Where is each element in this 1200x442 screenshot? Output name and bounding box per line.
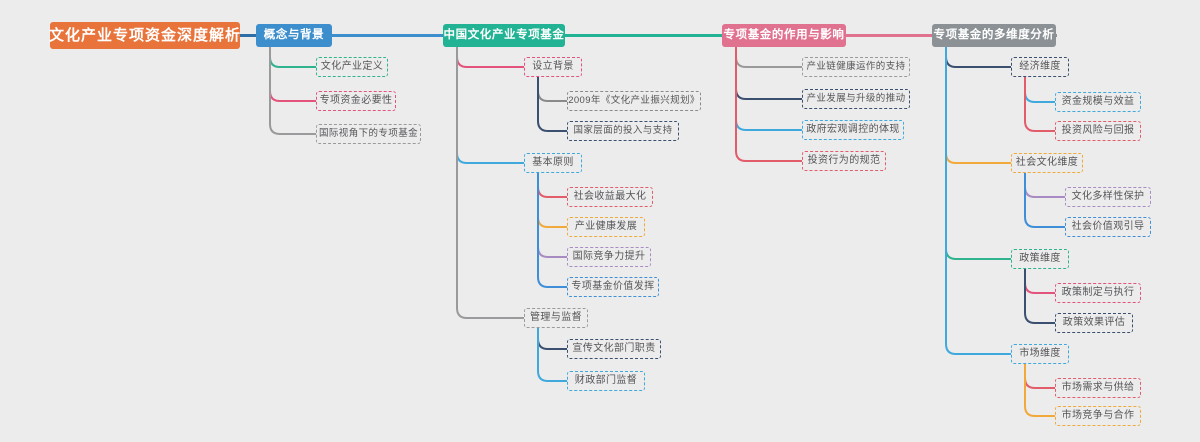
node-l2-2-1[interactable]: 产业发展与升级的推动 xyxy=(802,89,910,109)
node-l2-0-1[interactable]: 专项资金必要性 xyxy=(316,91,396,111)
node-l2-1-1[interactable]: 基本原则 xyxy=(524,153,582,173)
node-l2-1-2[interactable]: 管理与监督 xyxy=(524,308,588,328)
node-l3-3-3-1[interactable]: 市场竞争与合作 xyxy=(1055,406,1141,426)
branch-node-0[interactable]: 概念与背景 xyxy=(256,24,332,47)
node-l2-2-3[interactable]: 投资行为的规范 xyxy=(802,151,886,171)
node-l3-3-1-1[interactable]: 社会价值观引导 xyxy=(1065,217,1151,237)
node-l2-3-3[interactable]: 市场维度 xyxy=(1011,344,1069,364)
root-node[interactable]: 文化产业专项资金深度解析 xyxy=(49,22,240,49)
node-l2-0-2[interactable]: 国际视角下的专项基金 xyxy=(316,124,421,144)
node-l3-3-1-0[interactable]: 文化多样性保护 xyxy=(1065,187,1151,207)
node-l3-1-1-3[interactable]: 专项基金价值发挥 xyxy=(567,277,659,297)
node-l3-1-0-0[interactable]: 2009年《文化产业振兴规划》 xyxy=(567,91,701,111)
node-l2-3-2[interactable]: 政策维度 xyxy=(1011,249,1069,269)
node-l3-3-0-1[interactable]: 投资风险与回报 xyxy=(1055,121,1141,141)
node-l3-3-2-1[interactable]: 政策效果评估 xyxy=(1055,313,1133,333)
node-l2-0-0[interactable]: 文化产业定义 xyxy=(316,57,388,77)
node-l3-3-2-0[interactable]: 政策制定与执行 xyxy=(1055,283,1141,303)
node-l3-1-2-1[interactable]: 财政部门监督 xyxy=(567,371,645,391)
node-l2-2-0[interactable]: 产业链健康运作的支持 xyxy=(802,57,910,77)
node-l2-1-0[interactable]: 设立背景 xyxy=(524,57,582,77)
node-l3-1-2-0[interactable]: 宣传文化部门职责 xyxy=(567,339,661,359)
node-l3-1-1-2[interactable]: 国际竞争力提升 xyxy=(567,247,651,267)
node-l3-1-0-1[interactable]: 国家层面的投入与支持 xyxy=(567,121,679,141)
branch-node-3[interactable]: 专项基金的多维度分析 xyxy=(932,24,1056,47)
node-l3-1-1-1[interactable]: 产业健康发展 xyxy=(567,217,645,237)
node-l3-3-0-0[interactable]: 资金规模与效益 xyxy=(1055,92,1141,112)
node-l3-3-3-0[interactable]: 市场需求与供给 xyxy=(1055,378,1141,398)
node-l2-2-2[interactable]: 政府宏观调控的体现 xyxy=(802,120,904,140)
branch-node-2[interactable]: 专项基金的作用与影响 xyxy=(722,24,846,47)
branch-node-1[interactable]: 中国文化产业专项基金 xyxy=(443,24,565,47)
node-l2-3-1[interactable]: 社会文化维度 xyxy=(1011,153,1083,173)
node-l2-3-0[interactable]: 经济维度 xyxy=(1011,57,1069,77)
node-l3-1-1-0[interactable]: 社会收益最大化 xyxy=(567,187,653,207)
